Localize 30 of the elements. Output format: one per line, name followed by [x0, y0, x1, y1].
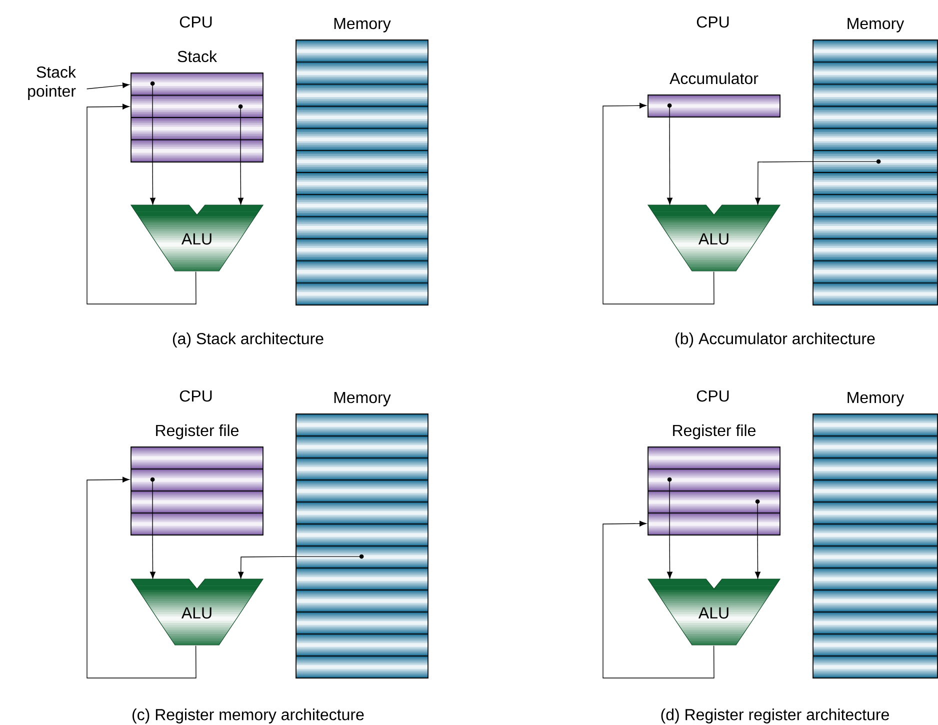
arrow: [86, 104, 196, 304]
arrow: [86, 476, 196, 678]
block-heading: Register file: [156, 424, 238, 440]
cpu-heading: CPU: [696, 16, 729, 28]
arrow: [238, 556, 296, 579]
pointer-label: Stack pointer: [28, 66, 76, 100]
arrow: [755, 534, 760, 579]
arrow: [150, 161, 156, 205]
caption: (b) Accumulator architecture: [676, 332, 875, 348]
arrow: [602, 102, 714, 304]
caption: (a) Stack architecture: [172, 332, 324, 348]
block-heading: Memory: [848, 18, 904, 32]
arrow: [667, 116, 673, 205]
arrow: [238, 161, 244, 205]
arrow: [667, 534, 672, 579]
cpu-heading: CPU: [696, 390, 729, 402]
block-heading: Memory: [848, 392, 904, 406]
arrow: [86, 82, 130, 90]
arrow: [602, 520, 714, 678]
caption: (c) Register memory architecture: [132, 708, 364, 724]
block-heading: Memory: [334, 18, 391, 32]
arrow: [755, 161, 813, 205]
cpu-heading: CPU: [180, 390, 212, 402]
block-heading: Stack: [178, 50, 218, 62]
block-heading: Register file: [673, 424, 756, 440]
arrow: [150, 534, 156, 579]
block-heading: Memory: [334, 392, 391, 406]
cpu-heading: CPU: [180, 16, 212, 28]
caption: (d) Register register architecture: [661, 708, 889, 724]
block-heading: Accumulator: [670, 72, 758, 84]
